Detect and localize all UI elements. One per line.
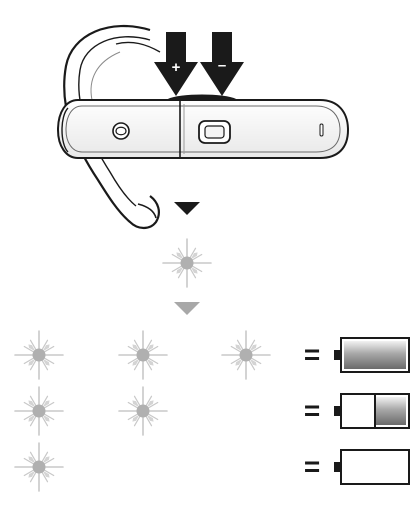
equals-sign: =: [304, 395, 320, 426]
volume-up-label: +: [172, 59, 181, 76]
headset-icon: [56, 25, 350, 230]
battery-icon: [334, 337, 410, 373]
battery-icon: [334, 449, 410, 485]
volume-down-arrow-icon: –: [200, 32, 244, 96]
arrow-down-icon: [174, 302, 200, 315]
battery-fill: [344, 341, 406, 369]
volume-down-label: –: [218, 57, 226, 74]
arrow-down-icon: [174, 202, 200, 215]
light-flash-icon: [162, 238, 212, 288]
equals-sign: =: [304, 339, 320, 370]
battery-level-table: = = =: [14, 330, 410, 492]
light-flash-icon: [221, 330, 271, 380]
light-flash-icon: [14, 386, 64, 436]
light-flash-icon: [14, 442, 64, 492]
battery-fill: [375, 397, 406, 425]
equals-sign: =: [304, 451, 320, 482]
volume-up-arrow-icon: +: [154, 32, 198, 96]
battery-level-row: =: [14, 442, 410, 492]
light-flash-icon: [118, 386, 168, 436]
battery-level-row: =: [14, 386, 410, 436]
battery-level-row: =: [14, 330, 410, 380]
light-flash-icon: [118, 330, 168, 380]
battery-icon: [334, 393, 410, 429]
light-flash-icon: [14, 330, 64, 380]
